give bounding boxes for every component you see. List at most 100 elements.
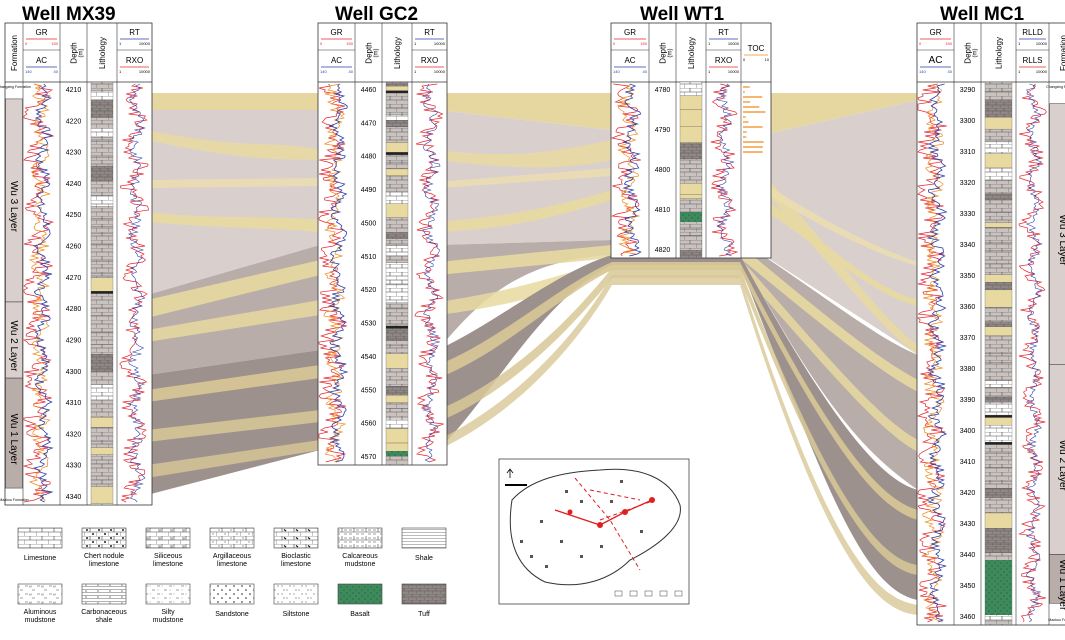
svg-text:1: 1 bbox=[1018, 41, 1021, 46]
depth-tick-label: 4310 bbox=[66, 400, 82, 407]
depth-tick-label: 4460 bbox=[361, 87, 377, 94]
svg-text:150: 150 bbox=[51, 41, 58, 46]
ac-header: AC bbox=[929, 55, 943, 66]
svg-text:140: 140 bbox=[25, 69, 32, 74]
depth-tick-label: 4790 bbox=[655, 127, 671, 134]
depth-header: Depth bbox=[659, 42, 668, 63]
well-title-mx39: Well MX39 bbox=[22, 4, 116, 25]
layer-label: Wu 3 Layer bbox=[1057, 215, 1065, 267]
svg-text:10000: 10000 bbox=[139, 41, 151, 46]
depth-tick-label: 4800 bbox=[655, 167, 671, 174]
svg-text:limestone: limestone bbox=[281, 561, 311, 568]
svg-text:10: 10 bbox=[765, 57, 770, 62]
well-titles: Well MX39 Well GC2 Well WT1 Well MC1 bbox=[22, 4, 1025, 25]
resistivity-header-2: RXO bbox=[421, 56, 438, 65]
legend-label: Siltstone bbox=[283, 611, 310, 618]
resistivity-header-1: RT bbox=[718, 28, 729, 37]
legend-label: Silty bbox=[161, 609, 175, 616]
layer-label: Wu 3 Layer bbox=[8, 181, 19, 233]
depth-tick-label: 4500 bbox=[361, 220, 377, 227]
depth-tick-label: 4470 bbox=[361, 120, 377, 127]
bottom-formation-label: Maokou Formation bbox=[1048, 618, 1065, 622]
depth-tick-label: 4330 bbox=[66, 463, 82, 470]
legend-item-basalt: Basalt bbox=[337, 583, 383, 618]
svg-text:0: 0 bbox=[743, 57, 746, 62]
legend-label: Limestone bbox=[24, 555, 56, 562]
legend-label: Tuff bbox=[418, 611, 430, 618]
depth-tick-label: 4250 bbox=[66, 212, 82, 219]
svg-text:1: 1 bbox=[414, 41, 417, 46]
svg-text:10000: 10000 bbox=[1036, 41, 1048, 46]
depth-tick-label: 4270 bbox=[66, 275, 82, 282]
ac-header: AC bbox=[36, 56, 47, 65]
depth-tick-label: 4220 bbox=[66, 118, 82, 125]
svg-text:1: 1 bbox=[414, 69, 417, 74]
depth-tick-label: 4540 bbox=[361, 354, 377, 361]
depth-tick-label: 3380 bbox=[960, 366, 976, 373]
legend-swatch bbox=[401, 583, 447, 605]
depth-tick-label: 3410 bbox=[960, 459, 976, 466]
bottom-formation-label: Maokou Formation bbox=[0, 498, 29, 502]
depth-header: Depth bbox=[964, 42, 973, 63]
gr-header: GR bbox=[930, 28, 942, 37]
depth-tick-label: 4780 bbox=[655, 87, 671, 94]
depth-tick-label: 4550 bbox=[361, 387, 377, 394]
gr-header: GR bbox=[331, 28, 343, 37]
svg-text:limestone: limestone bbox=[89, 561, 119, 568]
legend-swatch bbox=[209, 527, 255, 549]
depth-tick-label: 4490 bbox=[361, 187, 377, 194]
depth-tick-label: 3440 bbox=[960, 552, 976, 559]
depth-tick-label: 3360 bbox=[960, 304, 976, 311]
svg-text:0: 0 bbox=[613, 41, 616, 46]
depth-tick-label: 4810 bbox=[655, 207, 671, 214]
svg-text:0: 0 bbox=[25, 41, 28, 46]
gr2-curve bbox=[922, 83, 945, 623]
layer-label: Wu 2 Layer bbox=[8, 321, 19, 373]
gr-header: GR bbox=[36, 28, 48, 37]
gr-curve bbox=[610, 83, 641, 257]
depth-header: Depth bbox=[365, 42, 374, 63]
legend-item-tuff: Tuff bbox=[401, 583, 447, 618]
layer-label: Wu 2 Layer bbox=[1057, 440, 1065, 492]
svg-text:150: 150 bbox=[640, 41, 647, 46]
depth-tick-label: 4280 bbox=[66, 306, 82, 313]
svg-text:10000: 10000 bbox=[434, 69, 446, 74]
svg-text:mudstone: mudstone bbox=[345, 561, 376, 568]
svg-text:40: 40 bbox=[349, 69, 354, 74]
svg-text:shale: shale bbox=[96, 617, 113, 624]
formation-header: Formation bbox=[1059, 35, 1065, 71]
svg-text:1: 1 bbox=[119, 41, 122, 46]
ac-curve bbox=[33, 83, 54, 503]
depth-tick-label: 3370 bbox=[960, 335, 976, 342]
svg-text:150: 150 bbox=[945, 41, 952, 46]
depth-tick-label: 3330 bbox=[960, 211, 976, 218]
formation-header: Formation bbox=[10, 35, 19, 71]
svg-text:limestone: limestone bbox=[217, 561, 247, 568]
resistivity-header-2: RLLS bbox=[1022, 56, 1042, 65]
svg-text:140: 140 bbox=[613, 69, 620, 74]
depth-tick-label: 4240 bbox=[66, 181, 82, 188]
well-title-gc2: Well GC2 bbox=[335, 4, 418, 25]
svg-text:1: 1 bbox=[708, 41, 711, 46]
svg-text:0: 0 bbox=[919, 41, 922, 46]
legend-label: Siliceous bbox=[154, 553, 183, 560]
depth-tick-label: 3390 bbox=[960, 397, 976, 404]
svg-text:(m): (m) bbox=[973, 49, 979, 58]
ac-curve bbox=[926, 83, 948, 623]
depth-tick-label: 3290 bbox=[960, 87, 976, 94]
resistivity-header-1: RT bbox=[129, 28, 140, 37]
depth-tick-label: 4340 bbox=[66, 494, 82, 501]
resistivity-header-2: RXO bbox=[126, 56, 143, 65]
legend-swatch bbox=[17, 527, 63, 549]
depth-tick-label: 3430 bbox=[960, 521, 976, 528]
svg-text:40: 40 bbox=[54, 69, 59, 74]
svg-text:140: 140 bbox=[320, 69, 327, 74]
gr-header: GR bbox=[624, 28, 636, 37]
top-formation-label: Changxing Formation bbox=[0, 85, 31, 89]
gr-curve bbox=[318, 83, 347, 463]
